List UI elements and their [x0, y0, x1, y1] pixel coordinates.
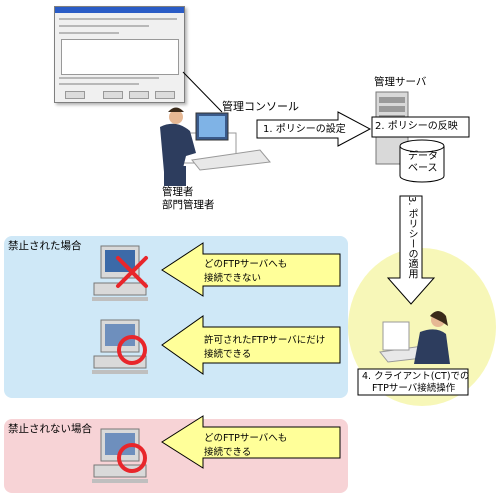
window-button	[65, 91, 85, 99]
window-button	[103, 91, 123, 99]
window-row	[59, 18, 177, 20]
prohibited-heading: 禁止された場合	[8, 240, 82, 252]
department-admin-label: 部門管理者	[162, 199, 215, 211]
allow-circle-icon	[117, 335, 147, 365]
client-operation-box	[357, 368, 469, 396]
client-person-icon	[379, 311, 450, 364]
step1-label: 1. ポリシーの設定	[263, 124, 346, 135]
deny-x-icon	[116, 256, 148, 288]
window-list-box	[61, 39, 179, 75]
window-button	[129, 91, 149, 99]
database-icon	[399, 139, 445, 183]
policy-reflect-box	[371, 116, 470, 138]
allow-all-text-line2: 接続できる	[204, 447, 252, 458]
window-button	[155, 91, 175, 99]
step3-label: 3. ポリシーの適用	[406, 196, 417, 279]
policy-setting-arrow	[256, 111, 372, 147]
deny-all-text-line1: どのFTPサーバへも	[204, 259, 288, 270]
allow-circle-icon	[117, 443, 147, 473]
window-titlebar	[55, 7, 184, 13]
client-pc-icon	[92, 245, 148, 301]
not-prohibited-heading: 禁止されない場合	[8, 423, 92, 435]
admin-person-icon	[160, 107, 271, 186]
deny-all-arrow	[161, 242, 341, 297]
window-row	[59, 83, 139, 85]
database-label-line2: ベース	[408, 163, 438, 174]
window-row	[59, 25, 149, 27]
step4-label-line1: 4. クライアント(CT)での	[362, 371, 470, 382]
server-label: 管理サーバ	[374, 76, 427, 88]
allow-permitted-text-line2: 接続できる	[204, 349, 252, 360]
allow-all-text-line1: どのFTPサーバへも	[204, 433, 288, 444]
policy-apply-arrow	[386, 195, 436, 305]
step4-label-line2: FTPサーバ接続操作	[372, 383, 456, 394]
window-row	[59, 77, 159, 79]
allow-permitted-arrow	[161, 315, 341, 375]
database-label-line1: データ	[408, 151, 438, 162]
callout-line	[182, 71, 223, 113]
allow-permitted-text-line1: 許可されたFTPサーバにだけ	[204, 335, 326, 346]
admin-console-label: 管理コンソール	[222, 100, 299, 113]
admin-console-window	[54, 6, 185, 103]
window-row	[59, 32, 119, 34]
allow-all-arrow	[161, 415, 341, 469]
step2-label: 2. ポリシーの反映	[375, 121, 458, 132]
admin-label: 管理者	[162, 186, 194, 198]
deny-all-text-line2: 接続できない	[204, 273, 262, 284]
